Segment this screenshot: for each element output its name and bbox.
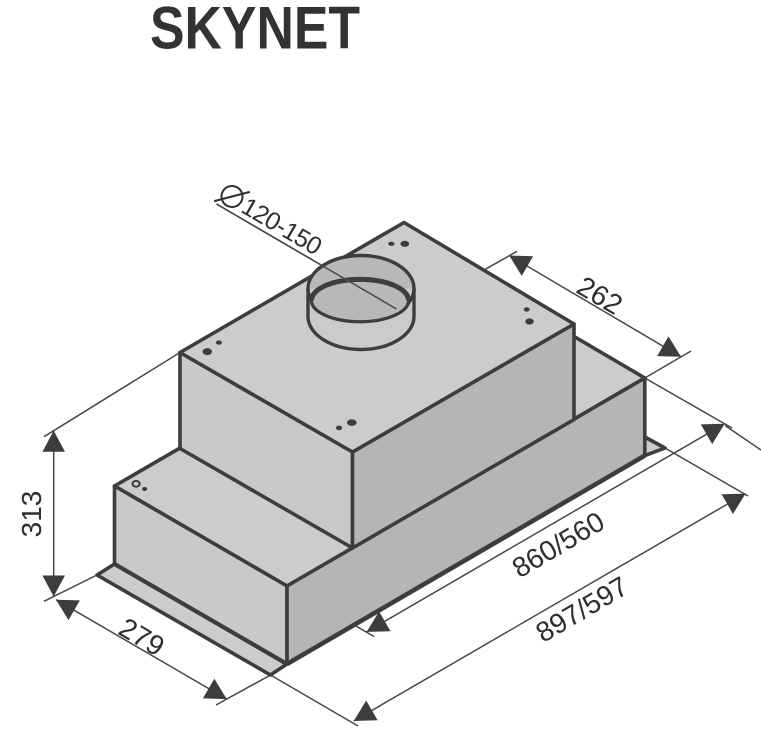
svg-text:SKYNET: SKYNET [150,0,360,62]
svg-text:313: 313 [16,491,47,538]
